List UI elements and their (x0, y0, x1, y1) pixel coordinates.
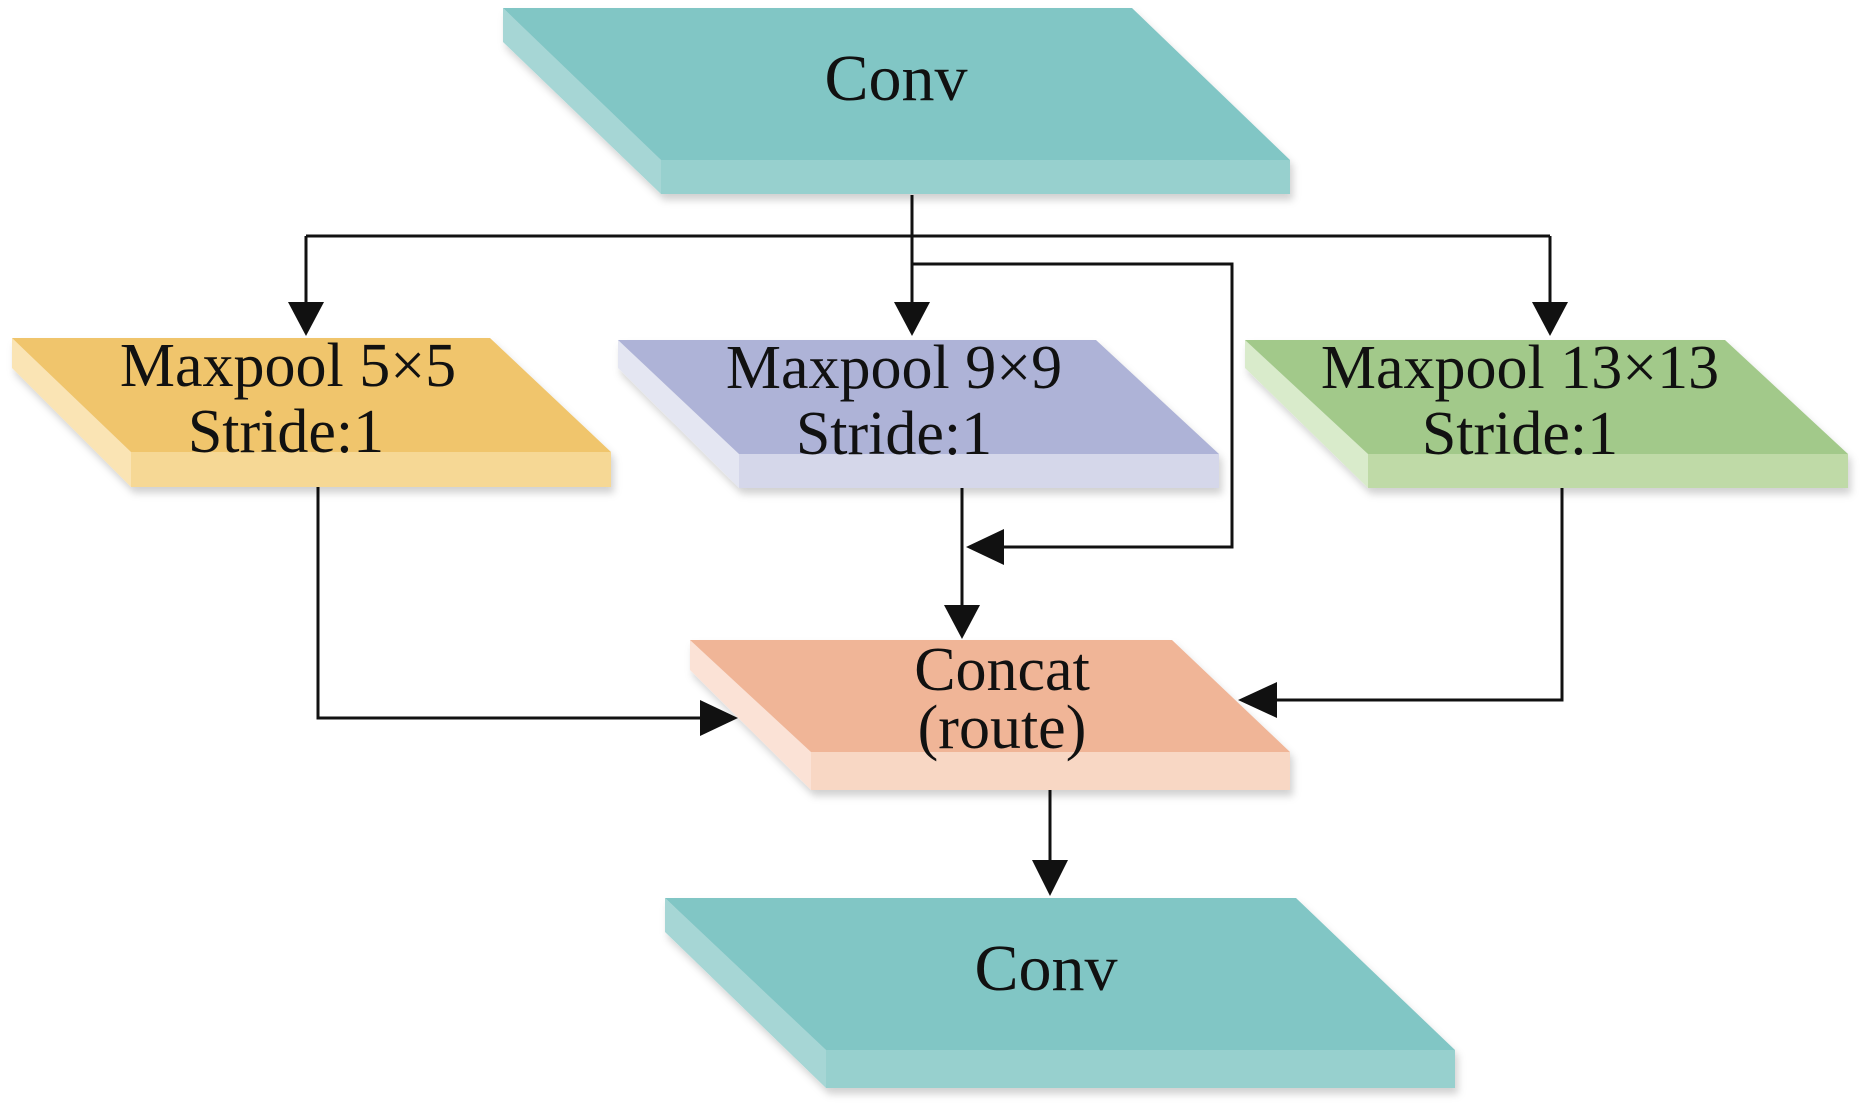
conv-top-side (503, 8, 661, 194)
maxpool-13-face (1245, 340, 1848, 454)
maxpool-9-face (618, 340, 1219, 454)
maxpool13-to-concat-connector (1275, 487, 1564, 702)
conv-bottom-block (665, 898, 1455, 1088)
arrowhead-conv-bottom (1032, 860, 1068, 896)
maxpool-5-label: Maxpool 5×5 (120, 332, 456, 400)
arrowhead-maxpool9 (894, 302, 930, 336)
maxpool-9-front (739, 454, 1219, 488)
arrowhead-concat-left (700, 700, 738, 736)
maxpool5-to-concat-connector (316, 487, 700, 720)
conv-bottom-side (665, 898, 826, 1088)
arrowheads (288, 302, 1568, 896)
conv-bottom-face (665, 898, 1455, 1050)
connectors (304, 195, 1564, 864)
maxpool-13-block (1245, 340, 1848, 488)
concat-side (690, 640, 811, 790)
skip-connector (912, 262, 1234, 549)
maxpool-13-side (1245, 340, 1368, 488)
maxpool-5-front (131, 452, 611, 487)
conv-bottom-label: Conv (974, 932, 1117, 1005)
maxpool-13-label: Maxpool 13×13 (1321, 334, 1719, 402)
arrowhead-maxpool13 (1532, 302, 1568, 336)
maxpool-5-face (12, 338, 611, 452)
maxpool-5-stride: Stride:1 (188, 398, 384, 466)
maxpool-9-stride: Stride:1 (796, 400, 992, 468)
arrowhead-concat-right (1238, 682, 1277, 718)
maxpool-5-side (12, 338, 131, 487)
conv-top-front (661, 160, 1290, 194)
conv-bottom-front (826, 1050, 1455, 1088)
maxpool-13-stride: Stride:1 (1422, 400, 1618, 468)
conv-top-face (503, 8, 1290, 160)
maxpool-9-label: Maxpool 9×9 (726, 334, 1062, 402)
concat-front (811, 752, 1290, 790)
arrowhead-skip (966, 529, 1004, 565)
arrowhead-maxpool5 (288, 302, 324, 336)
maxpool-13-front (1368, 454, 1848, 488)
concat-face (690, 640, 1290, 752)
concat-label: Concat (914, 636, 1090, 704)
arrowhead-concat-top (944, 605, 980, 639)
conv-top-label: Conv (824, 42, 967, 115)
conv-to-maxpools-connector (304, 195, 1552, 306)
maxpool-9-block (618, 340, 1219, 488)
maxpool-9-side (618, 340, 739, 488)
concat-block (690, 640, 1290, 790)
maxpool-5-block (12, 338, 611, 487)
conv-top-block (503, 8, 1290, 194)
concat-route-label: (route) (918, 694, 1087, 762)
